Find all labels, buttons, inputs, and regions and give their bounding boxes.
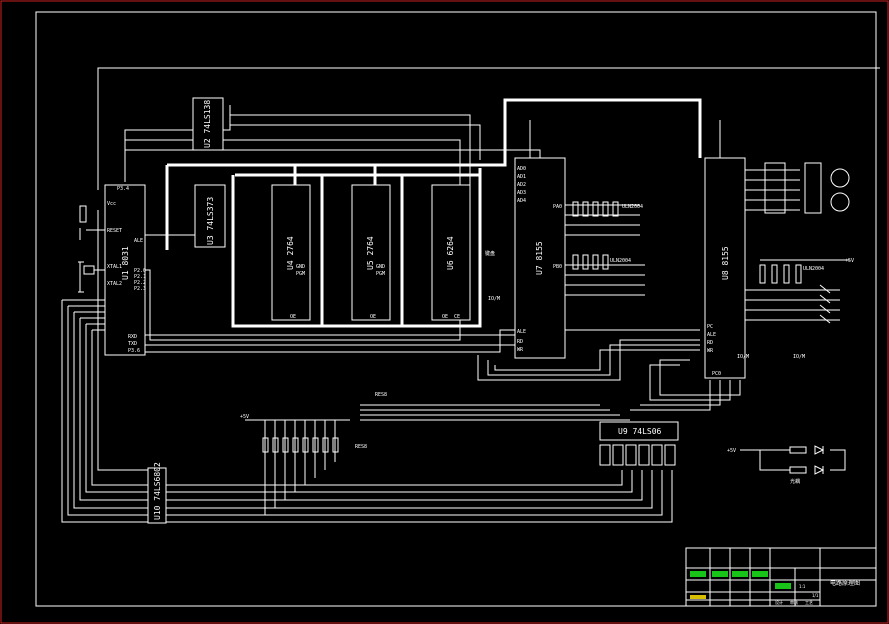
u8-pin-wr: WR xyxy=(707,348,714,354)
opto-circuit xyxy=(789,445,825,475)
u8-pin-labels: PC ALE RD WR IO/M PC0 xyxy=(707,324,749,377)
u7-pin-labels: AD0 AD1 AD2 AD3 AD4 ALE RD WR PA0 PB0 xyxy=(517,166,562,353)
label-oe-u5: OE xyxy=(370,314,376,320)
chip-u5-2764 xyxy=(351,184,391,321)
label-vcc-opto: +5V xyxy=(727,448,736,454)
u8-pin-ale: ALE xyxy=(707,332,716,338)
u7-pin-ad3: AD3 xyxy=(517,190,526,196)
u1-pin-p23: P2.3 xyxy=(134,286,146,292)
label-oe-u6: OE xyxy=(442,314,448,320)
label-uln-u7b: ULN2004 xyxy=(610,258,631,264)
u1-pin-ale: ALE xyxy=(134,238,143,244)
label-res-net: RES8 xyxy=(375,392,387,398)
chip-u9-74ls06 xyxy=(599,421,679,441)
u8-pin-rd: RD xyxy=(707,340,713,346)
u1-pin-rxd: RXD xyxy=(128,334,137,340)
label-uln-u8: ULN2004 xyxy=(803,266,824,272)
signal-wires xyxy=(61,67,880,523)
label-gnd-u4: GND xyxy=(296,264,305,270)
u7-pin-pa0: PA0 xyxy=(553,204,562,210)
u7-pin-ad4: AD4 xyxy=(517,198,526,204)
chip-u9-title: U9 74LS06 xyxy=(618,427,662,436)
u1-pin-p21: P2.1 xyxy=(134,274,146,280)
label-oe-u4: OE xyxy=(290,314,296,320)
relay-block xyxy=(764,162,850,214)
chip-u4-2764 xyxy=(271,184,311,321)
chip-u3-74ls373 xyxy=(194,184,226,248)
chip-u2-74ls138 xyxy=(192,97,224,151)
chip-u7-8155 xyxy=(514,157,566,359)
chip-u3-title: U3 74LS373 xyxy=(206,197,215,245)
u1-pin-txd: TXD xyxy=(128,341,137,347)
u1-pin-reset: RESET xyxy=(107,228,122,234)
chip-u4-title: U4 2764 xyxy=(286,236,295,270)
label-gnd-u5: GND xyxy=(376,264,385,270)
drawing-title: 电路原理图 xyxy=(830,579,860,587)
u1-pin-p22: P2.2 xyxy=(134,280,146,286)
u7-pin-ad2: AD2 xyxy=(517,182,526,188)
u1-pin-p34: P3.4 xyxy=(117,186,129,192)
chip-u1-8031 xyxy=(104,184,146,356)
label-vcc-right: +5V xyxy=(845,258,854,264)
chip-u7-title: U7 8155 xyxy=(535,241,544,275)
chip-u1-title: U1 8031 xyxy=(121,246,130,280)
chip-titles: U1 8031 U2 74LS138 U3 74LS373 U4 2764 U5… xyxy=(121,100,730,520)
u7-pin-ad0: AD0 xyxy=(517,166,526,172)
label-keyboard: 键盘 xyxy=(485,250,495,257)
u1-pin-vcc: Vcc xyxy=(107,201,116,207)
chip-u5-title: U5 2764 xyxy=(366,236,375,270)
label-pgm-u5: PGM xyxy=(376,271,385,277)
resistor-array-u8 xyxy=(759,264,802,284)
label-res-row: RES8 xyxy=(355,444,367,450)
chip-u6-title: U6 6264 xyxy=(446,236,455,270)
resistor-array-u7a xyxy=(572,201,619,217)
u1-pin-labels: Vcc RESET XTAL1 XTAL2 P3.4 ALE P2.0 P2.1… xyxy=(107,186,146,354)
u8-pin-io-m: IO/M xyxy=(737,354,749,360)
u7-pin-ale: ALE xyxy=(517,329,526,335)
chip-u10-74ls6802 xyxy=(147,467,167,524)
u7-pin-pb0: PB0 xyxy=(553,264,562,270)
resistor-row-bottom xyxy=(262,437,339,453)
chip-u8-title: U8 8155 xyxy=(721,246,730,280)
label-opto: 光耦 xyxy=(790,478,800,485)
title-cell-craft: 工艺 xyxy=(805,600,813,605)
data-address-bus xyxy=(165,98,702,328)
switch-contacts xyxy=(819,284,831,324)
u1-pin-p36: P3.6 xyxy=(128,348,140,354)
title-scale: 1:1 xyxy=(799,584,806,589)
u7-pin-wr: WR xyxy=(517,347,524,353)
label-io-m-u7: IO/M xyxy=(488,296,500,302)
u7-pin-rd: RD xyxy=(517,339,523,345)
u8-pin-pc: PC xyxy=(707,324,713,330)
chip-u6-6264 xyxy=(431,184,471,321)
u7-pin-ad1: AD1 xyxy=(517,174,526,180)
seven-seg-display xyxy=(599,444,676,466)
chip-u10-title: U10 74LS6802 xyxy=(153,462,162,520)
label-vcc-left: +5V xyxy=(240,414,249,420)
resistor-array-u7b xyxy=(572,254,609,270)
chip-u8-8155 xyxy=(704,157,746,379)
u8-pin-pc0: PC0 xyxy=(712,371,721,377)
label-uln-u7: ULN2004 xyxy=(622,204,643,210)
reset-circuit xyxy=(79,205,105,240)
inner-frame xyxy=(35,11,877,607)
u1-pin-xtal1: XTAL1 xyxy=(107,264,122,270)
label-io-m-u8: IO/M xyxy=(793,354,805,360)
title-sheet: 1/1 xyxy=(812,593,819,598)
chip-u2-title: U2 74LS138 xyxy=(203,100,212,148)
title-cell-design: 设计 xyxy=(775,599,783,605)
title-cell-review: 审核 xyxy=(790,599,798,605)
label-pgm-u4: PGM xyxy=(296,271,305,277)
u1-pin-p20: P2.0 xyxy=(134,268,146,274)
title-block: 电路原理图 1:1 1/1 设计 审核 工艺 xyxy=(685,547,877,607)
label-ce-u6: CE xyxy=(454,314,460,320)
crystal-circuit xyxy=(78,261,105,293)
annotation-labels: GND PGM GND PGM OE OE OE CE 键盘 IO/M IO/M… xyxy=(240,204,854,485)
u1-pin-xtal2: XTAL2 xyxy=(107,281,122,287)
